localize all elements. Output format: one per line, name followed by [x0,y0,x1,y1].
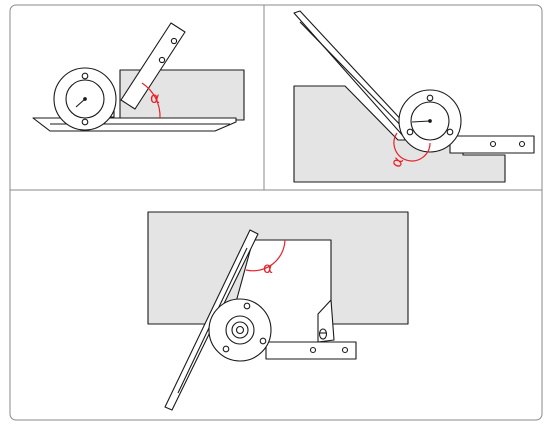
workpiece [147,211,409,325]
base-blade [449,135,535,154]
panel-inner-angle: α [147,211,409,411]
angle-arc [245,239,286,272]
angle-arc [393,132,431,162]
protractor-dial [398,89,462,153]
locking-bracket [317,299,335,343]
workpiece [293,85,506,183]
adjustable-blade [120,22,186,110]
panel-obtuse-angle: α [293,10,535,183]
angle-label: α [150,89,160,107]
protractor-dial [53,67,117,131]
angle-label: α [263,259,273,277]
base-blade [265,341,357,360]
outer-frame [9,4,543,421]
angle-arc [141,82,161,119]
panel-acute-angle: α [32,22,245,132]
protractor-dial [208,298,272,362]
frame [9,4,543,421]
